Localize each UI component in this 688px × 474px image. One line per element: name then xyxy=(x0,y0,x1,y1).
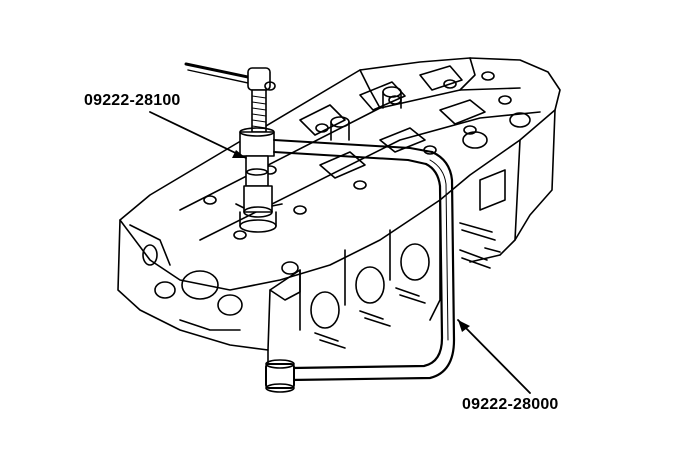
leader-line-compressor xyxy=(149,111,247,159)
arrowhead-compressor xyxy=(232,150,246,158)
valve-spring-compressor-tool xyxy=(184,62,283,233)
compressor-frame-tool xyxy=(265,139,456,393)
arrowhead-frame xyxy=(458,320,470,332)
part-number-label-frame: 09222-28000 xyxy=(462,396,559,413)
part-number-label-compressor: 09222-28100 xyxy=(84,92,181,109)
leader-line-frame xyxy=(457,319,531,394)
cylinder-head xyxy=(117,57,561,373)
leader-lines xyxy=(149,111,531,394)
